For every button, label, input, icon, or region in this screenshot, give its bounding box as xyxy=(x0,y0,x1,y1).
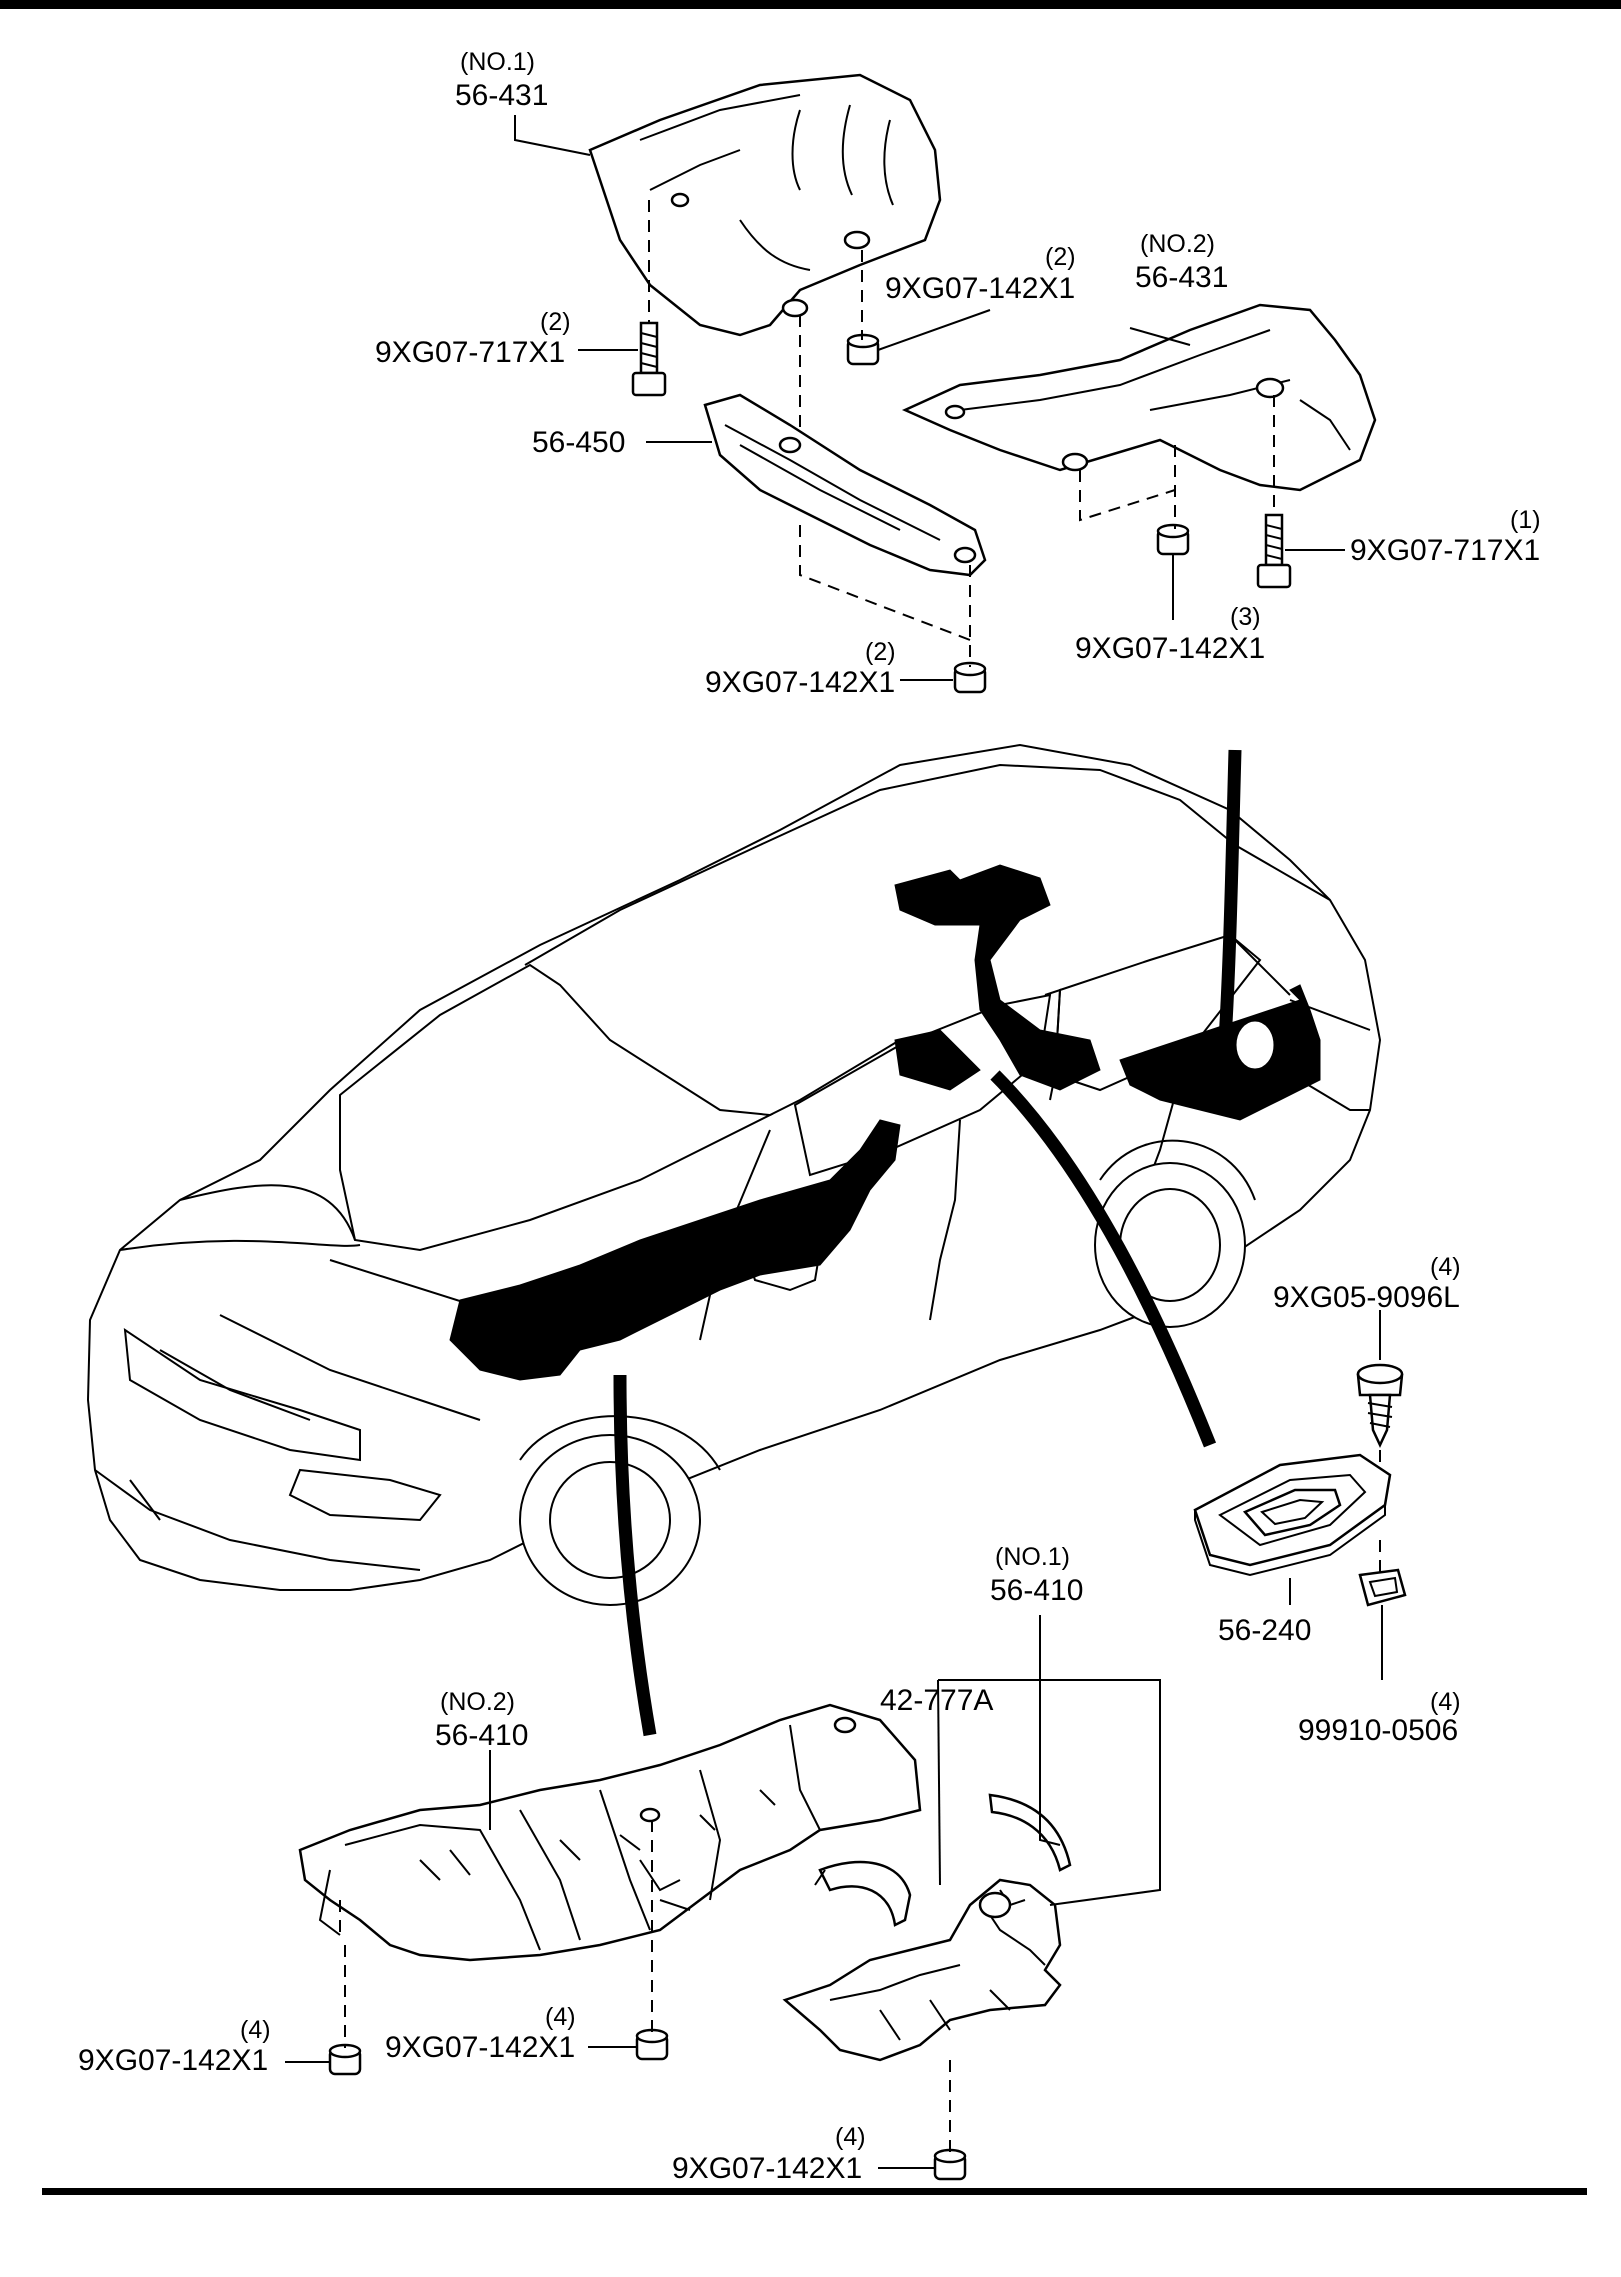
label-upper-no1-qualifier: (NO.1) xyxy=(460,48,535,76)
label-screw-qty: (4) xyxy=(1430,1253,1461,1281)
upper-nut-bracket xyxy=(953,661,987,694)
lower-band-right xyxy=(988,1793,1072,1872)
leader-lower-no1-bracket xyxy=(938,1679,1161,1906)
dash-bracket-left xyxy=(799,525,971,641)
label-upper-nut-no2-part: 9XG07-142X1 xyxy=(1075,632,1265,665)
leader-band xyxy=(937,1679,941,1886)
front-floor-insulator-region xyxy=(449,1119,901,1381)
rear-floor-insulator-region xyxy=(894,864,1101,1091)
lower-nut-middle xyxy=(635,2028,669,2061)
label-upper-bolt-right-qty: (1) xyxy=(1510,506,1541,534)
label-lower-nut-middle-qty: (4) xyxy=(545,2003,576,2031)
leader-upper-nut xyxy=(877,309,991,351)
spare-tire-hole xyxy=(1233,1018,1277,1072)
screw-9096l xyxy=(1356,1363,1404,1448)
lower-nut-bottom xyxy=(933,2148,967,2181)
lower-nut-left xyxy=(328,2043,362,2076)
label-lower-no2-qualifier: (NO.2) xyxy=(440,1688,515,1716)
grommet-plate-56-240 xyxy=(1193,1453,1392,1577)
label-upper-bracket: 56-450 xyxy=(532,426,625,459)
lower-band-left xyxy=(814,1860,912,1927)
label-lower-band: 42-777A xyxy=(880,1684,993,1717)
label-screw-part: 9XG05-9096L xyxy=(1273,1281,1460,1314)
label-grommet-plate: 56-240 xyxy=(1218,1614,1311,1647)
label-upper-no2-qualifier: (NO.2) xyxy=(1140,230,1215,258)
label-upper-bolt-left-part: 9XG07-717X1 xyxy=(375,336,565,369)
clip-99910 xyxy=(1358,1568,1407,1607)
label-upper-nut-bracket-part: 9XG07-142X1 xyxy=(705,666,895,699)
label-lower-nut-bottom-qty: (4) xyxy=(835,2123,866,2151)
upper-no2-heat-insulator xyxy=(901,303,1377,492)
top-border-rule xyxy=(0,0,1621,9)
label-upper-bolt-left-qty: (2) xyxy=(540,308,571,336)
label-lower-no1-part: 56-410 xyxy=(990,1574,1083,1607)
label-upper-no1-part: 56-431 xyxy=(455,79,548,112)
leader-upper-no2 xyxy=(1129,327,1191,346)
upper-nut-no2 xyxy=(1156,523,1190,556)
lower-no2-heat-insulator xyxy=(298,1703,922,1962)
upper-bolt-left xyxy=(631,321,667,397)
leader-lower-no1-right xyxy=(1039,1615,1061,1846)
pointer-lower xyxy=(613,1374,657,1737)
label-lower-nut-middle-part: 9XG07-142X1 xyxy=(385,2031,575,2064)
rear-trunk-insulator-region xyxy=(1119,984,1321,1121)
label-upper-nut-no2-qty: (3) xyxy=(1230,603,1261,631)
car-body xyxy=(86,743,1382,1606)
upper-bolt-right xyxy=(1256,513,1292,589)
label-lower-no2-part: 56-410 xyxy=(435,1719,528,1752)
upper-no1-heat-insulator xyxy=(588,73,942,337)
lower-no1-heat-insulator xyxy=(782,1878,1062,2062)
leader-upper-no1 xyxy=(514,115,591,156)
label-lower-no1-qualifier: (NO.1) xyxy=(995,1543,1070,1571)
upper-bracket-56-450 xyxy=(703,393,987,577)
label-lower-nut-left-qty: (4) xyxy=(240,2016,271,2044)
upper-nut-no1 xyxy=(846,333,880,366)
pointer-upper xyxy=(1218,749,1242,1041)
car-highlight-regions xyxy=(449,864,1321,1381)
label-upper-bolt-right-part: 9XG07-717X1 xyxy=(1350,534,1540,567)
label-clip-qty: (4) xyxy=(1430,1688,1461,1716)
label-clip-part: 99910-0506 xyxy=(1298,1714,1458,1747)
label-lower-nut-bottom-part: 9XG07-142X1 xyxy=(672,2152,862,2185)
label-upper-nut-bracket-qty: (2) xyxy=(865,638,896,666)
label-lower-nut-left-part: 9XG07-142X1 xyxy=(78,2044,268,2077)
label-upper-nut-qty: (2) xyxy=(1045,243,1076,271)
label-upper-nut-part: 9XG07-142X1 xyxy=(885,272,1075,305)
pointer-grommet xyxy=(990,1070,1217,1448)
bottom-border-rule xyxy=(42,2188,1587,2195)
mid-floor-insulator-region xyxy=(894,1029,981,1091)
dash-no2-left xyxy=(1079,470,1176,522)
label-upper-no2-part: 56-431 xyxy=(1135,261,1228,294)
